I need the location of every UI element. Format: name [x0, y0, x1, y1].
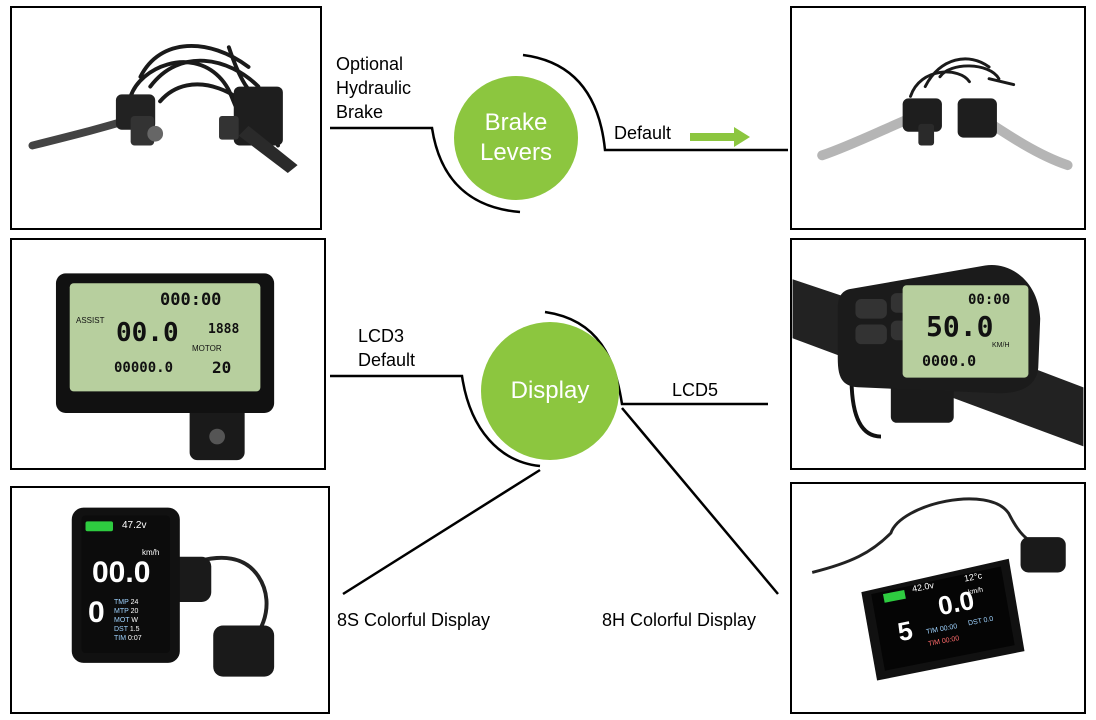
display-hub-label: Display	[510, 377, 590, 404]
lcd3-display-icon	[55, 273, 275, 461]
label-hydraulic-2: Hydraulic	[336, 78, 412, 98]
brake-levers-hub: Brake Levers	[454, 76, 578, 200]
hydraulic-brake-icon	[28, 44, 298, 173]
8h-display-icon	[811, 497, 1066, 681]
8s-colorful-display-image: 47.2v km/h 00.0 0 TMP 24 MTP 20 MOT W DS…	[10, 486, 330, 714]
8s-tim: TIM	[114, 635, 127, 642]
8s-speed: 00.0	[92, 556, 151, 589]
brake-hub-line1: Brake	[484, 109, 548, 136]
8s-v2: 20	[130, 608, 139, 615]
hydraulic-brake-image	[10, 6, 322, 230]
lcd3-odo: 00000.0	[114, 360, 174, 376]
lcd5-speed: 50.0	[926, 310, 994, 343]
8s-display-icon	[71, 507, 275, 677]
8h-colorful-display-image: 42.0v 12°c 0.0 km/h 5 TIM 00:00 DST 0.0 …	[790, 482, 1086, 714]
label-hydraulic-3: Brake	[336, 102, 384, 122]
connector-8s	[342, 468, 541, 596]
8s-max: MTP	[114, 608, 129, 615]
label-8h-colorful-display: 8H Colorful Display	[602, 610, 757, 630]
default-brake-levers-image	[790, 6, 1086, 230]
8s-v3: W	[131, 617, 138, 624]
8s-unit: km/h	[142, 548, 160, 557]
lcd3-speed: 00.0	[116, 318, 179, 348]
lcd3-motor: MOTOR	[192, 344, 222, 353]
label-brake-default: Default	[614, 123, 672, 143]
lcd5-odo: 0000.0	[922, 352, 977, 370]
lcd5-unit: KM/H	[992, 342, 1010, 349]
8s-v4: 1.5	[129, 626, 140, 633]
lcd3-temp: 20	[212, 358, 232, 377]
label-lcd3: LCD3	[358, 326, 405, 346]
connector-8h	[621, 407, 779, 595]
lcd3-display-image: 000:00 ASSIST 00.0 MOTOR 1888 00000.0 20	[10, 238, 326, 470]
8s-trip: TMP	[114, 599, 129, 606]
8s-voltage: 47.2v	[122, 520, 147, 531]
label-lcd3-default-2: Default	[358, 350, 416, 370]
arrow-right-icon	[690, 127, 750, 147]
brake-hub-line2: Levers	[479, 139, 553, 166]
8s-v1: 24	[130, 599, 139, 606]
label-lcd5: LCD5	[672, 380, 719, 400]
lcd5-display-icon	[792, 265, 1084, 447]
label-lcd3-default: LCD3 Default	[358, 324, 415, 372]
brake-levers-icon	[817, 57, 1073, 171]
display-hub: Display	[481, 322, 619, 460]
label-hydraulic-1: Optional	[336, 54, 404, 74]
8s-v5: 0:07	[128, 635, 142, 642]
lcd3-trip: 1888	[208, 322, 240, 337]
8s-gear: 0	[88, 596, 105, 629]
lcd5-display-image: 00:00 50.0 KM/H 0000.0	[790, 238, 1086, 470]
8s-mot: MOT	[114, 617, 130, 624]
lcd3-time: 000:00	[160, 290, 222, 310]
lcd5-time: 00:00	[968, 292, 1011, 308]
8s-stats: TMP 24 MTP 20 MOT W DST 1.5 TIM 0:07	[114, 598, 142, 643]
label-8s-colorful-display: 8S Colorful Display	[337, 610, 491, 630]
8s-dst: DST	[114, 626, 128, 633]
label-optional-hydraulic-brake: Optional Hydraulic Brake	[336, 52, 411, 124]
lcd3-assist: ASSIST	[76, 316, 105, 325]
